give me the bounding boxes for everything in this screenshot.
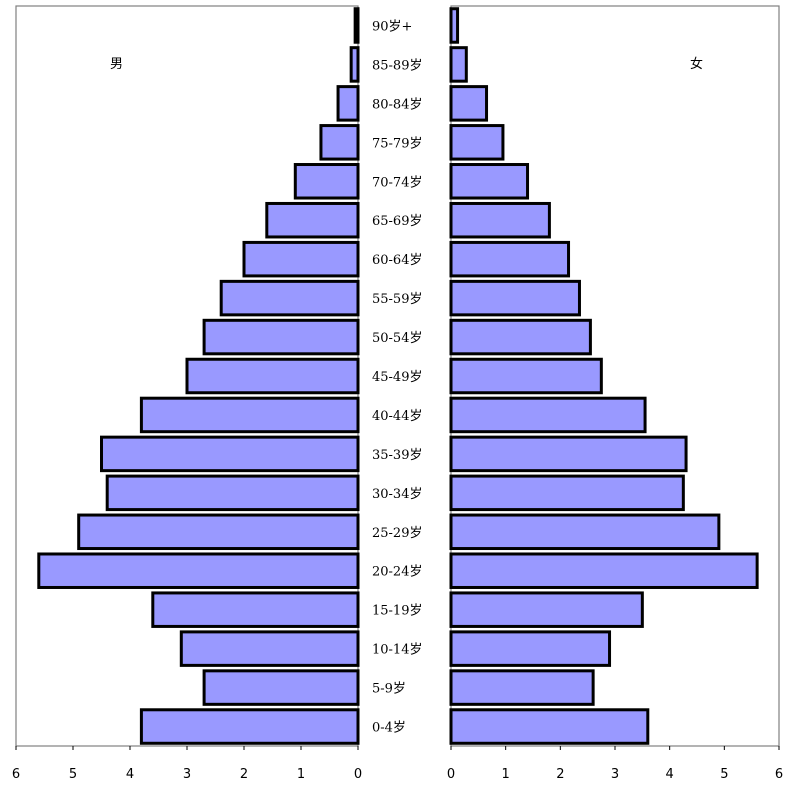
- right-tick-label-1: 1: [502, 767, 510, 782]
- male-bar-4: [37, 552, 360, 589]
- age-label-11: 55-59岁: [372, 292, 422, 307]
- male-bar-5: [77, 513, 360, 551]
- age-label-9: 45-49岁: [372, 370, 422, 385]
- male-bar-7: [100, 435, 360, 473]
- female-bars: [449, 7, 759, 745]
- male-bar-14: [293, 163, 360, 200]
- age-label-16: 80-84岁: [372, 97, 422, 112]
- age-label-0: 0-4岁: [372, 721, 406, 736]
- female-bar-11: [449, 279, 581, 317]
- female-bar-15: [449, 124, 505, 161]
- male-bar-8: [139, 396, 360, 434]
- right-tick-label-4: 4: [666, 767, 674, 782]
- female-bar-10: [449, 318, 592, 356]
- age-label-3: 15-19岁: [372, 604, 422, 619]
- right-tick-label-0: 0: [447, 767, 455, 782]
- male-bar-2: [179, 630, 360, 667]
- right-tick-label-3: 3: [611, 767, 619, 782]
- left-tick-label-0: 6: [12, 767, 20, 782]
- age-label-15: 75-79岁: [372, 136, 422, 151]
- male-bars: [37, 7, 360, 745]
- female-bar-5: [449, 513, 721, 551]
- male-bar-0: [139, 708, 360, 745]
- female-bar-13: [449, 201, 551, 239]
- male-bar-6: [105, 474, 360, 512]
- female-bar-18: [449, 7, 460, 44]
- female-series-label: 女: [690, 56, 703, 72]
- age-label-1: 5-9岁: [372, 682, 406, 697]
- female-bar-2: [449, 630, 612, 667]
- female-bar-7: [449, 435, 688, 473]
- age-labels: 0-4岁 5-9岁 10-14岁 15-19岁 20-24岁 25-29岁 30-34岁 35…: [372, 19, 422, 735]
- female-bar-4: [449, 552, 759, 589]
- female-bar-17: [449, 46, 468, 83]
- male-bar-12: [242, 240, 360, 278]
- left-tick-label-1: 5: [69, 767, 77, 782]
- male-bar-9: [185, 357, 360, 395]
- male-bar-3: [151, 591, 360, 628]
- male-series-label: 男: [110, 57, 123, 72]
- left-tick-label-3: 3: [183, 767, 191, 782]
- age-label-7: 35-39岁: [372, 448, 422, 463]
- male-bar-10: [202, 318, 360, 356]
- left-tick-label-6: 0: [354, 767, 362, 782]
- male-bar-1: [202, 669, 360, 706]
- age-label-14: 70-74岁: [372, 175, 422, 190]
- male-bar-13: [265, 201, 360, 239]
- right-tick-label-2: 2: [556, 767, 564, 782]
- female-bar-14: [449, 163, 530, 200]
- female-bar-16: [449, 85, 489, 122]
- age-label-18: 90岁+: [372, 19, 412, 34]
- female-bar-12: [449, 240, 571, 278]
- age-label-6: 30-34岁: [372, 487, 422, 502]
- female-bar-9: [449, 357, 603, 395]
- male-bar-16: [336, 85, 360, 122]
- age-label-4: 20-24岁: [372, 565, 422, 580]
- age-label-10: 50-54岁: [372, 331, 422, 346]
- female-bar-8: [449, 396, 647, 434]
- age-label-17: 85-89岁: [372, 58, 422, 73]
- female-bar-3: [449, 591, 644, 628]
- female-bar-1: [449, 669, 595, 706]
- left-tick-label-4: 2: [240, 767, 248, 782]
- right-tick-label-6: 6: [775, 767, 783, 782]
- left-axis-ticks: 6 5 4 3 2 1 0: [12, 746, 362, 782]
- age-label-8: 40-44岁: [372, 409, 422, 424]
- male-bar-17: [349, 46, 360, 83]
- right-axis-ticks: 0 1 2 3 4 5 6: [447, 746, 783, 782]
- age-label-2: 10-14岁: [372, 643, 422, 658]
- age-label-13: 65-69岁: [372, 214, 422, 229]
- left-tick-label-5: 1: [297, 767, 305, 782]
- age-label-12: 60-64岁: [372, 253, 422, 268]
- female-bar-6: [449, 474, 685, 512]
- male-bar-18: [353, 7, 360, 44]
- right-tick-label-5: 5: [720, 767, 728, 782]
- left-tick-label-2: 4: [126, 767, 134, 782]
- female-bar-0: [449, 708, 650, 745]
- male-bar-11: [219, 279, 360, 317]
- male-bar-15: [319, 124, 360, 161]
- age-label-5: 25-29岁: [372, 526, 422, 541]
